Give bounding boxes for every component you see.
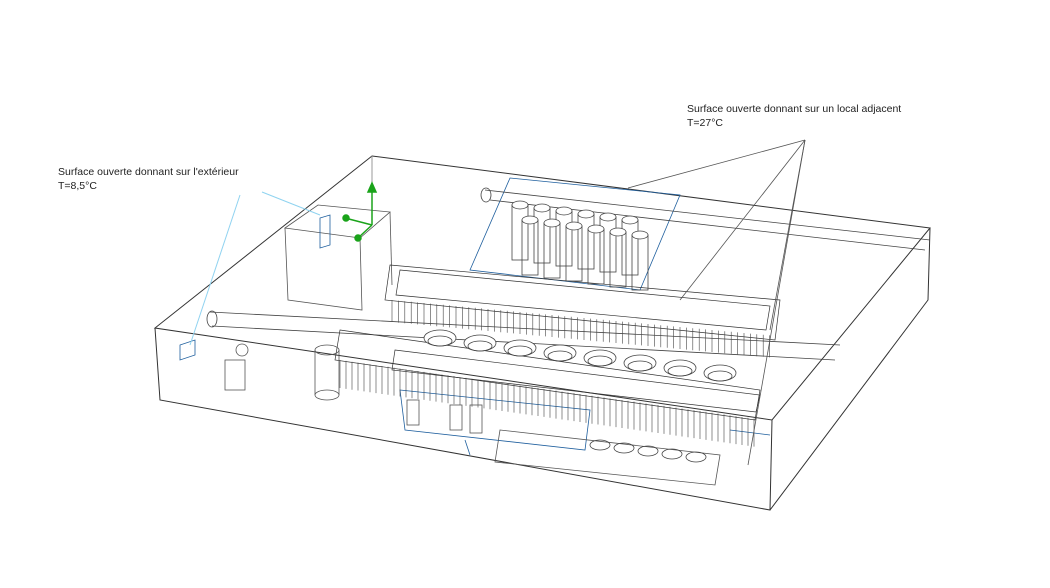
capacitor: [503, 339, 537, 357]
cylinder-component: [565, 225, 583, 282]
cylinder-top: [599, 212, 617, 222]
cylinder-component: [621, 219, 639, 276]
capacitor: [423, 329, 457, 347]
leader-lines-adjacent: [627, 139, 806, 466]
cylinder-base: [661, 448, 683, 460]
annotation-adjacent: Surface ouverte donnant sur un local adj…: [687, 102, 901, 130]
cylinder-top: [543, 218, 561, 228]
annotation-exterior: Surface ouverte donnant sur l'extérieur …: [58, 165, 239, 193]
cylinder-component: [631, 234, 649, 291]
cylinder-component: [555, 210, 573, 267]
cylinder-top: [631, 230, 649, 240]
cylinder-base: [685, 451, 707, 463]
capacitor-rim: [667, 365, 693, 377]
capacitor-rim: [427, 335, 453, 347]
axis-triad-icon: [342, 181, 378, 242]
cylinder-top: [511, 200, 529, 210]
capacitor-rim: [547, 350, 573, 362]
capacitor-rim: [467, 340, 493, 352]
cylinder-top: [609, 227, 627, 237]
capacitor-rim: [587, 355, 613, 367]
cylinder-component: [511, 204, 529, 261]
heat-sink-fins-lower: [339, 360, 755, 447]
cylinder-component: [599, 216, 617, 273]
cylinder-top: [577, 209, 595, 219]
annotation-exterior-temperature: T=8,5°C: [58, 180, 97, 192]
annotation-adjacent-title: Surface ouverte donnant sur un local adj…: [687, 103, 902, 115]
cylinder-top: [565, 221, 583, 231]
capacitor: [703, 364, 737, 382]
heat-sink-fins-upper: [391, 300, 770, 358]
heat-sink-upper: [384, 264, 781, 341]
capacitor: [583, 349, 617, 367]
capacitor: [543, 344, 577, 362]
capacitor-rim: [507, 345, 533, 357]
cylinder-top: [521, 215, 539, 225]
cylinder-component: [577, 213, 595, 270]
misc-components: [179, 214, 483, 434]
cylinder-base: [589, 439, 611, 451]
cylinder-top: [587, 224, 605, 234]
capacitor-rim: [707, 370, 733, 382]
capacitor: [463, 334, 497, 352]
leader-lines-exterior: [189, 191, 321, 346]
capacitor-rim: [627, 360, 653, 372]
cylinder-component: [587, 228, 605, 285]
cylinder-component: [609, 231, 627, 288]
inner-enclosure: [283, 177, 771, 486]
capacitor: [623, 354, 657, 372]
cylinder-component: [533, 207, 551, 264]
annotation-adjacent-temperature: T=27°C: [687, 117, 724, 129]
components: [423, 200, 737, 463]
cylinder-component: [543, 222, 561, 279]
cylinder-top: [621, 215, 639, 225]
outer-box: [153, 155, 931, 511]
cylinder-component: [521, 219, 539, 276]
heat-sink-lower: [334, 329, 761, 421]
cylinder-base: [637, 445, 659, 457]
cylinder-top: [533, 203, 551, 213]
cylinder-top: [555, 206, 573, 216]
annotation-exterior-title: Surface ouverte donnant sur l'extérieur: [58, 166, 239, 178]
cylinder-base: [613, 442, 635, 454]
capacitor: [663, 359, 697, 377]
